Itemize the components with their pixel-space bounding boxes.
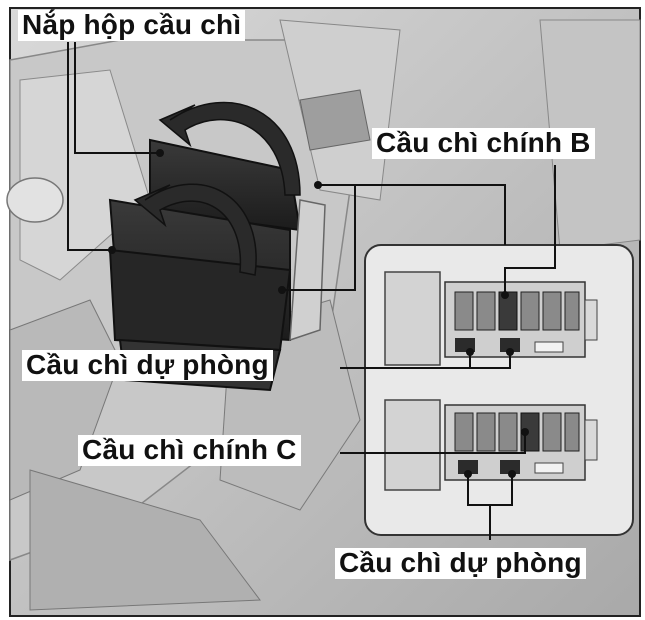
main-fuse-c-label: Cầu chì chính C: [78, 434, 301, 466]
fuse-detail-inset: [364, 244, 634, 536]
main-fuse-b-label: Cầu chì chính B: [372, 127, 595, 159]
spare-fuse-label-top: Cầu chì dự phòng: [22, 349, 273, 381]
spare-fuse-label-bottom: Cầu chì dự phòng: [335, 547, 586, 579]
lower-fuse-block: [384, 399, 598, 491]
upper-fuse-block: [384, 271, 598, 366]
open-cover-arrows: [133, 101, 301, 276]
leader-dots: [108, 149, 529, 478]
fuse-box-cover-label: Nắp hộp cầu chì: [18, 9, 246, 41]
leader-lines: [67, 42, 556, 540]
